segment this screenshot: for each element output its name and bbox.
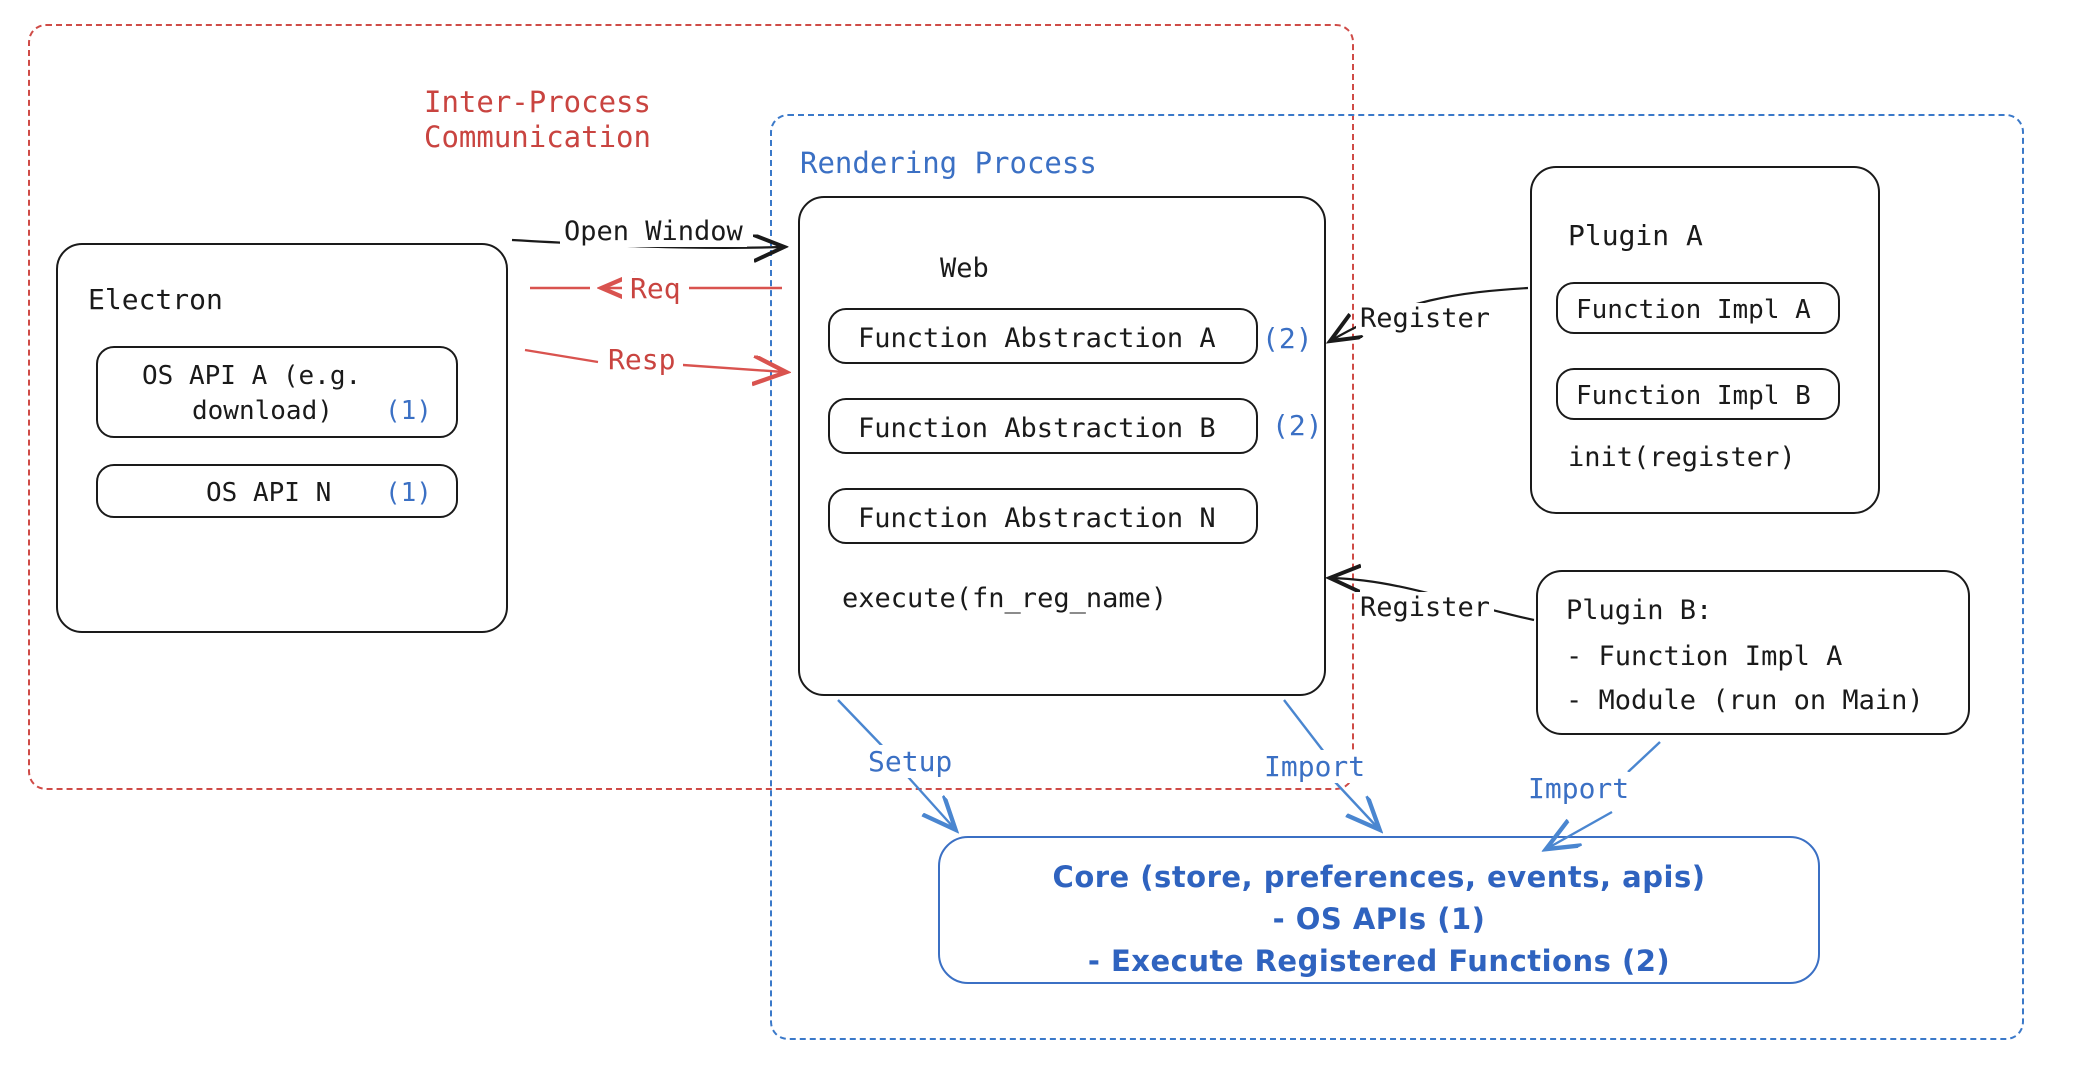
edge-label-open-window: Open Window: [560, 216, 747, 247]
edge-label-import-plugin-b: Import: [1522, 772, 1636, 805]
core-line-3: - Execute Registered Functions (2): [1087, 944, 1671, 979]
os-api-a-box: [96, 346, 458, 438]
edge-label-setup: Setup: [862, 745, 959, 778]
core-line-2: - OS APIs (1): [1272, 902, 1486, 937]
core-box: [938, 836, 1820, 984]
edge-label-resp: Resp: [600, 343, 684, 376]
edge-label-import-web: Import: [1258, 750, 1372, 783]
plugin-a-title: Plugin A: [1568, 219, 1703, 252]
os-api-n-label: OS API N: [206, 478, 332, 508]
function-abstraction-a-badge: (2): [1262, 322, 1313, 355]
edge-label-register-plugin-b: Register: [1356, 592, 1495, 623]
group-label-ipc-line2: Communication: [424, 120, 651, 154]
os-api-a-label-line2: download): [192, 396, 333, 426]
electron-title: Electron: [88, 283, 223, 316]
os-api-n-box: [96, 464, 458, 518]
function-abstraction-b-box: [828, 398, 1258, 454]
plugin-a-impl-b-label: Function Impl B: [1576, 381, 1811, 411]
electron-box: [56, 243, 508, 633]
group-rendering-process: [770, 114, 2024, 1040]
plugin-a-init-label: init(register): [1568, 442, 1796, 473]
web-title: Web: [940, 253, 989, 284]
edge-label-register-plugin-a: Register: [1356, 303, 1495, 334]
group-label-rendering-process: Rendering Process: [800, 146, 1097, 180]
plugin-b-line-module: - Module (run on Main): [1566, 685, 1924, 716]
function-abstraction-n-box: [828, 488, 1258, 544]
web-box: [798, 196, 1326, 696]
os-api-a-badge: (1): [385, 396, 432, 426]
plugin-b-title: Plugin B:: [1566, 595, 1713, 626]
function-abstraction-b-badge: (2): [1272, 409, 1323, 442]
plugin-b-box: [1536, 570, 1970, 735]
web-execute-label: execute(fn_reg_name): [842, 583, 1168, 614]
core-line-1: Core (store, preferences, events, apis): [1052, 860, 1706, 894]
plugin-b-line-function-impl-a: - Function Impl A: [1566, 641, 1843, 672]
function-abstraction-n-label: Function Abstraction N: [858, 503, 1216, 534]
os-api-a-label-line1: OS API A (e.g.: [142, 361, 362, 391]
function-abstraction-a-box: [828, 308, 1258, 364]
group-label-ipc-line1: Inter-Process: [424, 85, 651, 119]
plugin-a-impl-a-label: Function Impl A: [1576, 295, 1811, 325]
plugin-a-box: [1530, 166, 1880, 514]
plugin-a-impl-a-box: [1556, 282, 1840, 334]
plugin-a-impl-b-box: [1556, 368, 1840, 420]
os-api-n-badge: (1): [385, 478, 432, 508]
function-abstraction-b-label: Function Abstraction B: [858, 413, 1216, 444]
edge-label-req: Req: [622, 272, 689, 305]
function-abstraction-a-label: Function Abstraction A: [858, 323, 1216, 354]
core-text-block: Core (store, preferences, events, apis) …: [938, 856, 1820, 982]
group-inter-process-communication: [28, 24, 1354, 790]
